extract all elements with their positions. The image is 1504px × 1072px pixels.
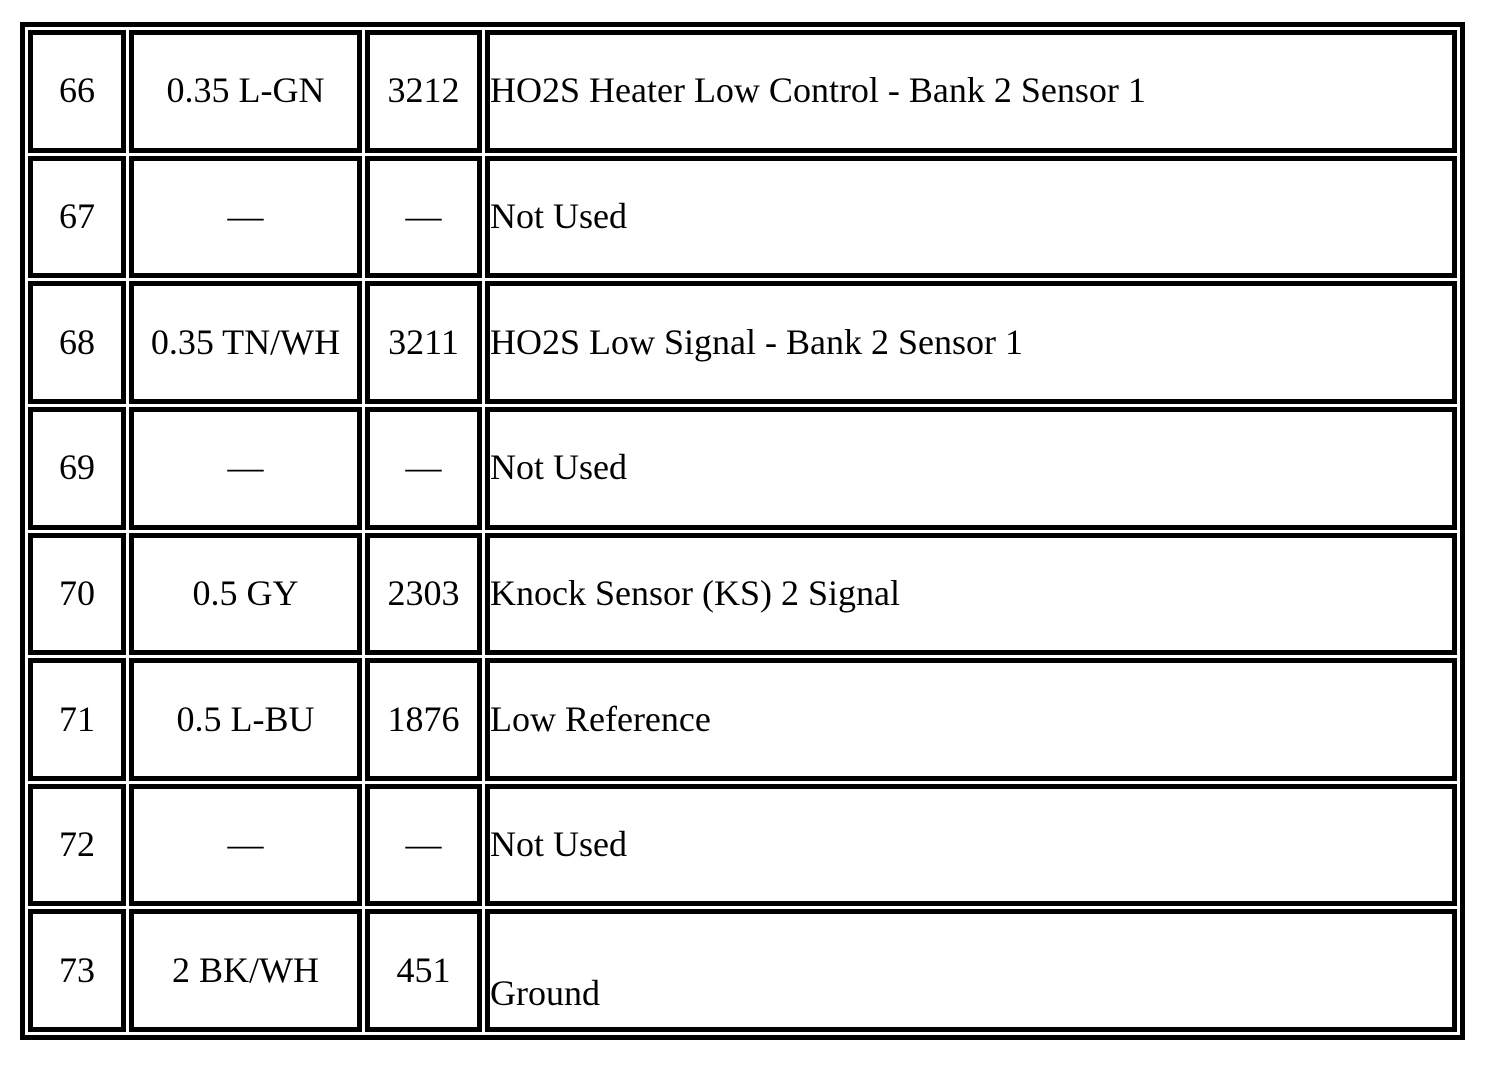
cell-pin-number: 66 [28, 30, 126, 153]
table-row: 72 — — Not Used [28, 783, 1457, 907]
cell-wire-color: 0.5 GY [129, 532, 362, 656]
cell-circuit-number: 451 [365, 909, 482, 1032]
cell-circuit-number-text: — [405, 824, 442, 865]
cell-pin-number: 69 [28, 406, 126, 530]
cell-pin-number: 71 [28, 658, 126, 781]
cell-wire-color: 2 BK/WH [129, 909, 362, 1032]
table-row: 71 0.5 L-BU 1876 Low Reference [28, 658, 1457, 781]
cell-wire-color: 0.5 L-BU [129, 658, 362, 781]
cell-circuit-number: 3212 [365, 30, 482, 153]
cell-function-description-text: Not Used [490, 824, 627, 865]
cell-pin-number-text: 68 [59, 321, 95, 362]
cell-wire-color: — [129, 406, 362, 530]
cell-circuit-number-text: — [405, 196, 442, 237]
cell-function-description-text: HO2S Heater Low Control - Bank 2 Sensor … [490, 70, 1146, 111]
cell-wire-color-text: 0.35 TN/WH [150, 321, 341, 362]
cell-circuit-number: — [365, 406, 482, 530]
cell-pin-number-text: 67 [59, 196, 95, 237]
cell-circuit-number: — [365, 155, 482, 279]
cell-wire-color-text: 0.5 GY [192, 572, 299, 613]
cell-pin-number-text: 70 [59, 572, 95, 613]
cell-function-description-text: Not Used [490, 447, 627, 488]
table-row: 68 0.35 TN/WH 3211 HO2S Low Signal - Bank 2… [28, 281, 1457, 404]
table-row: 70 0.5 GY 2303 Knock Sensor (KS) 2 Signal [28, 532, 1457, 656]
cell-wire-color: — [129, 783, 362, 907]
cell-pin-number: 67 [28, 155, 126, 279]
cell-circuit-number-text: 2303 [387, 572, 460, 613]
cell-function-description-text: Low Reference [490, 698, 711, 739]
cell-function-description: Knock Sensor (KS) 2 Signal [485, 532, 1457, 656]
cell-function-description: Ground [485, 909, 1457, 1032]
cell-function-description: Not Used [485, 783, 1457, 907]
cell-wire-color-text: 0.5 L-BU [176, 698, 315, 739]
cell-circuit-number: 2303 [365, 532, 482, 656]
cell-wire-color: 0.35 L-GN [129, 30, 362, 153]
cell-pin-number-text: 69 [59, 447, 95, 488]
cell-wire-color-text: 2 BK/WH [172, 949, 319, 990]
cell-circuit-number-text: 1876 [387, 698, 460, 739]
cell-circuit-number: — [365, 783, 482, 907]
cell-pin-number: 68 [28, 281, 126, 404]
pinout-table-frame: 66 0.35 L-GN 3212 HO2S Heater Low Control -… [20, 22, 1465, 1040]
table-row: 69 — — Not Used [28, 406, 1457, 530]
cell-wire-color-text: 0.35 L-GN [166, 70, 325, 111]
cell-function-description: HO2S Heater Low Control - Bank 2 Sensor … [485, 30, 1457, 153]
pinout-table: 66 0.35 L-GN 3212 HO2S Heater Low Control -… [25, 27, 1460, 1035]
cell-wire-color-text: — [227, 824, 264, 865]
cell-function-description: Not Used [485, 406, 1457, 530]
cell-pin-number: 73 [28, 909, 126, 1032]
cell-pin-number-text: 73 [59, 949, 95, 990]
cell-pin-number-text: 72 [59, 824, 95, 865]
cell-function-description: Low Reference [485, 658, 1457, 781]
cell-function-description-text: Ground [490, 972, 600, 1013]
cell-circuit-number: 1876 [365, 658, 482, 781]
cell-wire-color-text: — [227, 447, 264, 488]
cell-function-description-text: Not Used [490, 196, 627, 237]
cell-pin-number-text: 66 [59, 70, 95, 111]
pinout-table-body: 66 0.35 L-GN 3212 HO2S Heater Low Control -… [28, 30, 1457, 1032]
cell-circuit-number-text: 3212 [387, 70, 460, 111]
cell-wire-color: 0.35 TN/WH [129, 281, 362, 404]
table-row: 67 — — Not Used [28, 155, 1457, 279]
cell-wire-color-text: — [227, 196, 264, 237]
cell-circuit-number: 3211 [365, 281, 482, 404]
table-row: 66 0.35 L-GN 3212 HO2S Heater Low Control -… [28, 30, 1457, 153]
cell-circuit-number-text: 451 [396, 949, 451, 990]
cell-pin-number: 72 [28, 783, 126, 907]
cell-function-description-text: Knock Sensor (KS) 2 Signal [490, 572, 900, 613]
cell-pin-number-text: 71 [59, 698, 95, 739]
cell-circuit-number-text: 3211 [388, 321, 459, 362]
cell-function-description: Not Used [485, 155, 1457, 279]
cell-pin-number: 70 [28, 532, 126, 656]
cell-wire-color: — [129, 155, 362, 279]
cell-circuit-number-text: — [405, 447, 442, 488]
cell-function-description-text: HO2S Low Signal - Bank 2 Sensor 1 [490, 321, 1023, 362]
cell-function-description: HO2S Low Signal - Bank 2 Sensor 1 [485, 281, 1457, 404]
